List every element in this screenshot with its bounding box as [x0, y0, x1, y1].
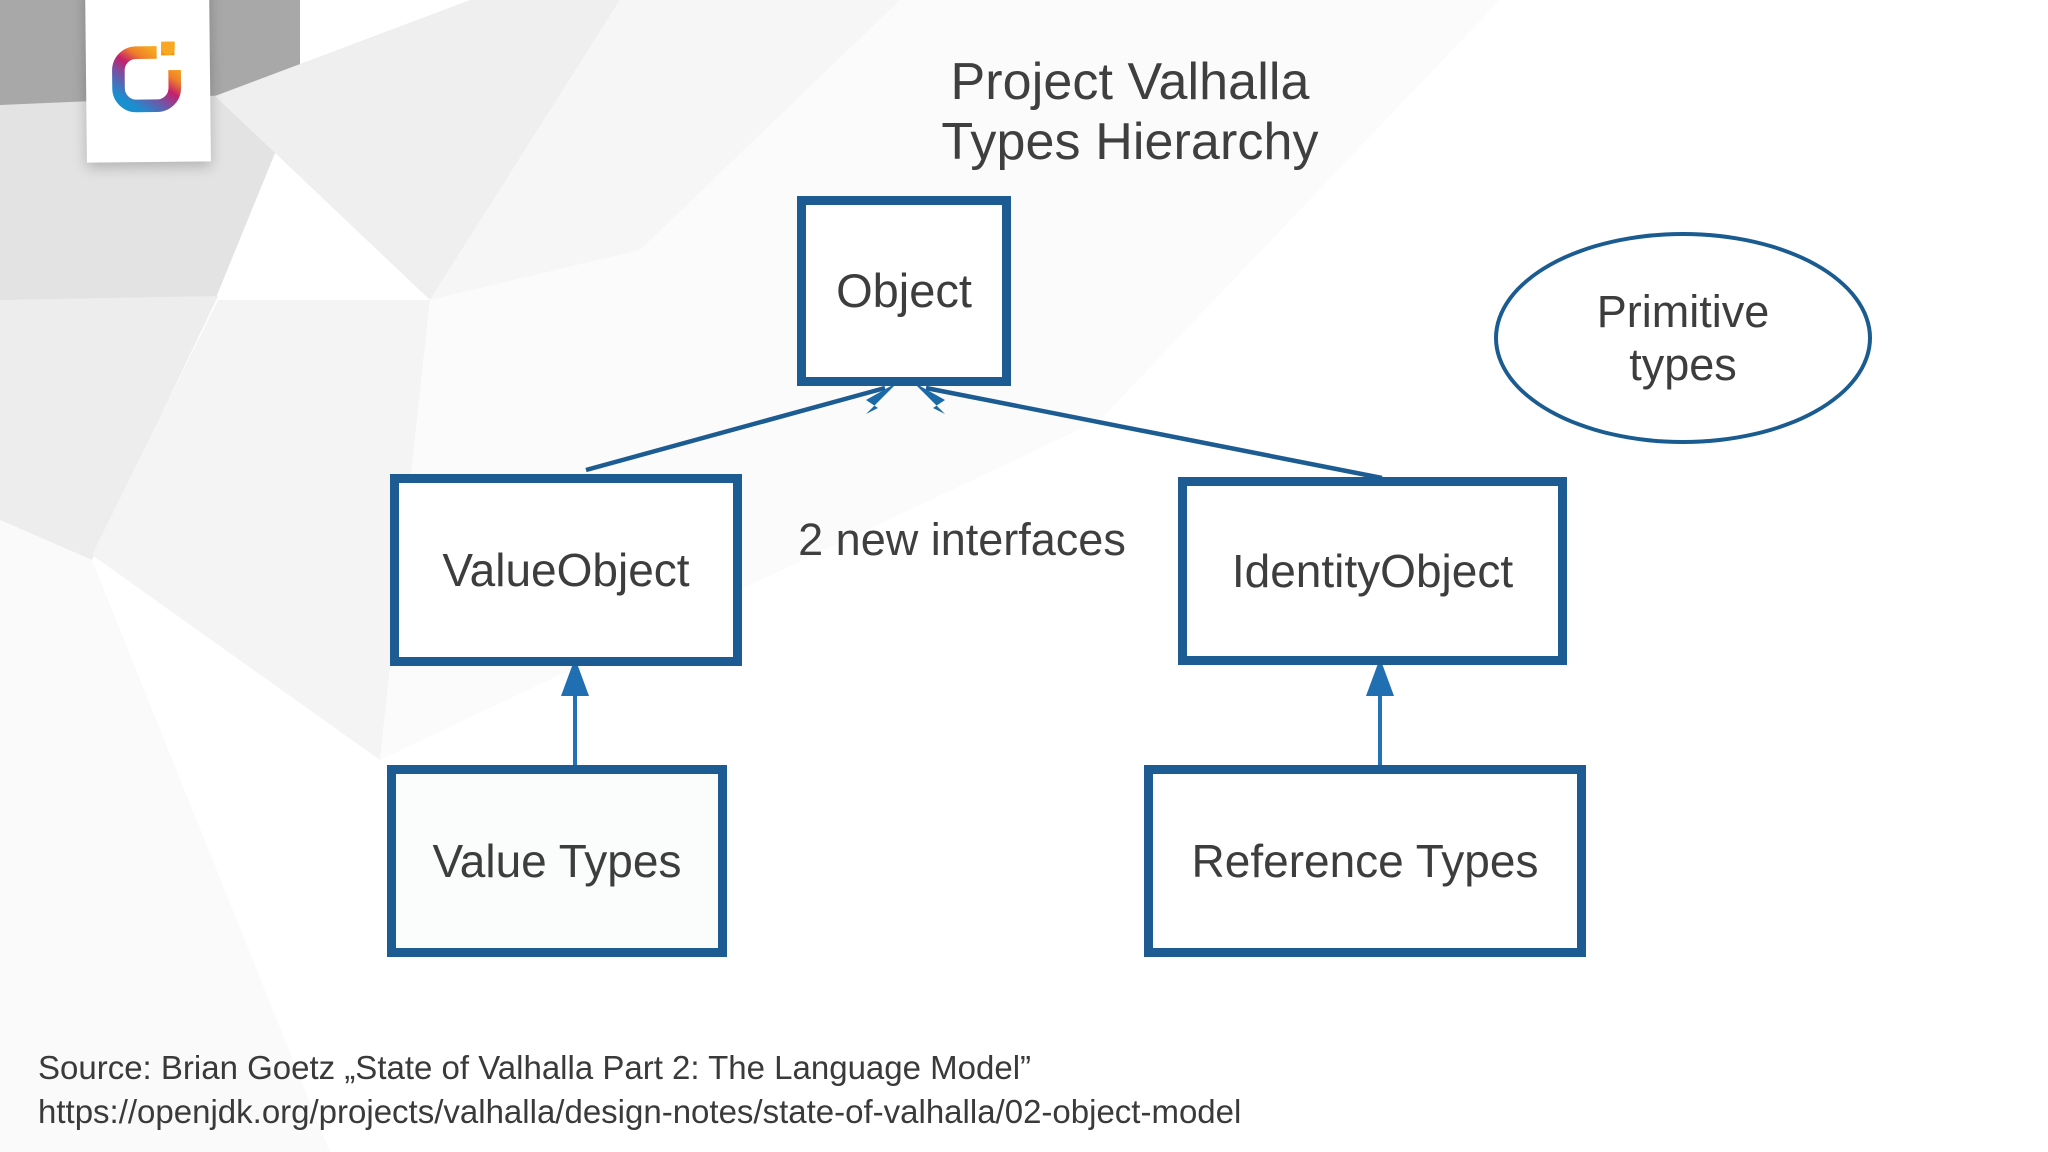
node-object-label: Object: [836, 264, 972, 318]
node-reference-types[interactable]: Reference Types: [1144, 765, 1586, 957]
node-value-types-label: Value Types: [432, 834, 682, 887]
node-identity-object-label: IdentityObject: [1231, 544, 1514, 597]
edge-valueobject-to-object: [585, 385, 886, 473]
node-primitive-types-line-1: Primitive: [1596, 285, 1770, 337]
source-footer-line-2: https://openjdk.org/projects/valhalla/de…: [38, 1092, 1242, 1130]
node-identity-object[interactable]: IdentityObject: [1178, 477, 1567, 665]
node-value-object[interactable]: ValueObject: [390, 474, 742, 666]
logo-card: [85, 0, 211, 163]
node-primitive-types-line-2: types: [1629, 339, 1737, 390]
node-reference-types-label: Reference Types: [1191, 834, 1539, 887]
node-primitive-types[interactable]: Primitive types: [1494, 232, 1872, 444]
ci-gradient-logo-icon: [112, 41, 182, 113]
arrowhead-valueobject-to-object: [866, 382, 898, 414]
edge-identityobject-to-object: [925, 385, 1383, 481]
title-line-2: Types Hierarchy: [941, 113, 1319, 172]
page-title: Project Valhalla Types Hierarchy: [760, 52, 1500, 173]
source-footer-line-1: Source: Brian Goetz „State of Valhalla P…: [38, 1049, 1032, 1086]
node-value-object-label: ValueObject: [442, 543, 690, 596]
edge-label-two-new-interfaces: 2 new interfaces: [798, 514, 1126, 565]
arrowhead-identityobject-to-object: [913, 382, 945, 414]
node-value-types[interactable]: Value Types: [387, 765, 727, 957]
source-footer: Source: Brian Goetz „State of Valhalla P…: [38, 1046, 1241, 1133]
title-line-1: Project Valhalla: [950, 53, 1310, 111]
node-object[interactable]: Object: [797, 196, 1011, 386]
